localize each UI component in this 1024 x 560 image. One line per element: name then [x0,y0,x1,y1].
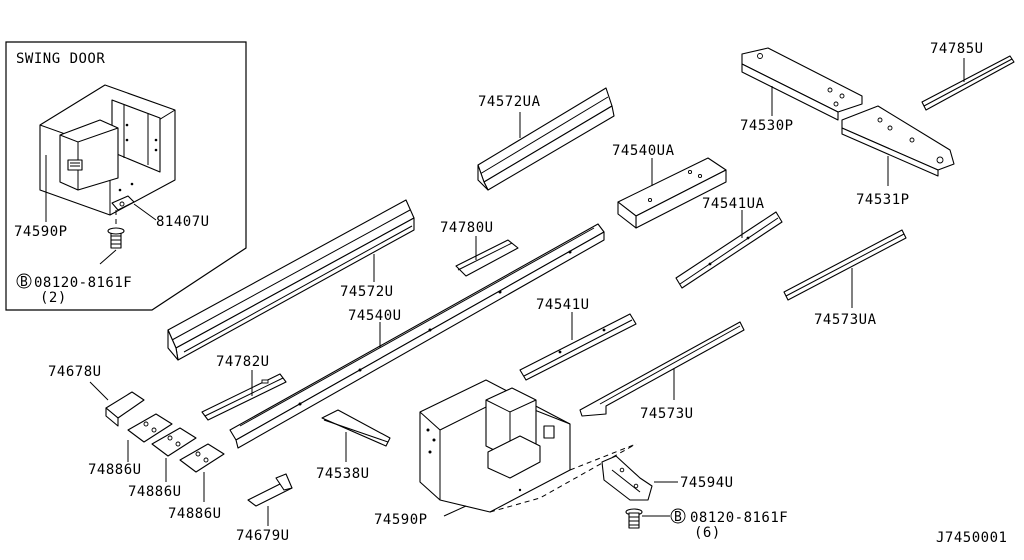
part-74541U [519,313,637,381]
part-74785U [921,55,1015,111]
part-74573U [579,321,745,417]
label-74886U-1: 74886U [88,462,142,478]
part-74573UA [783,229,907,301]
part-74679U [247,473,293,507]
part-74678U [105,391,145,427]
label-74573U: 74573U [640,406,694,422]
part-74538U [321,409,391,447]
part-74531P [841,105,955,177]
label-74541U: 74541U [536,297,590,313]
label-81407U: 81407U [156,214,210,230]
diagram-id: J7450001 [936,530,1007,546]
label-74572UA: 74572UA [478,94,541,110]
label-74541UA: 74541UA [702,196,765,212]
swing-door-box-drawing [39,84,176,249]
label-74678U: 74678U [48,364,102,380]
label-74785U: 74785U [930,41,984,57]
label-74594U: 74594U [680,475,734,491]
part-74572U [167,199,415,361]
swing-door-inset: SWING DOOR [5,41,247,311]
label-bolt-qty: (6) [694,525,721,541]
label-74572U: 74572U [340,284,394,300]
part-74886U-3 [179,443,225,473]
part-74572UA [477,87,615,191]
part-74782U [201,373,287,421]
label-74679U: 74679U [236,528,290,544]
part-74530P [741,47,863,121]
label-74540U: 74540U [348,308,402,324]
label-74590P: 74590P [374,512,428,528]
label-74540UA: 74540UA [612,143,675,159]
part-74540UA [617,157,727,229]
label-74530P: 74530P [740,118,794,134]
part-74590P [419,379,637,513]
label-bolt-inset: 08120-8161F [34,275,132,291]
part-74886U-1 [127,413,173,443]
bolt-symbol: B [674,510,682,525]
label-74782U: 74782U [216,354,270,370]
label-bolt-inset-qty: (2) [40,290,67,306]
part-74594U [601,455,653,501]
label-74780U: 74780U [440,220,494,236]
label-74531P: 74531P [856,192,910,208]
part-74780U [455,239,519,277]
label-74590P-inset: 74590P [14,224,68,240]
bolt-symbol-inset: B [20,275,28,290]
label-bolt: 08120-8161F [690,510,788,526]
part-74886U-2 [151,427,197,457]
bolt-08120-8161F [625,508,643,529]
label-74538U: 74538U [316,466,370,482]
part-74541UA [675,211,783,289]
label-74886U-3: 74886U [168,506,222,522]
label-74573UA: 74573UA [814,312,877,328]
label-74886U-2: 74886U [128,484,182,500]
part-74540U [229,223,605,449]
inset-title: SWING DOOR [16,51,105,67]
